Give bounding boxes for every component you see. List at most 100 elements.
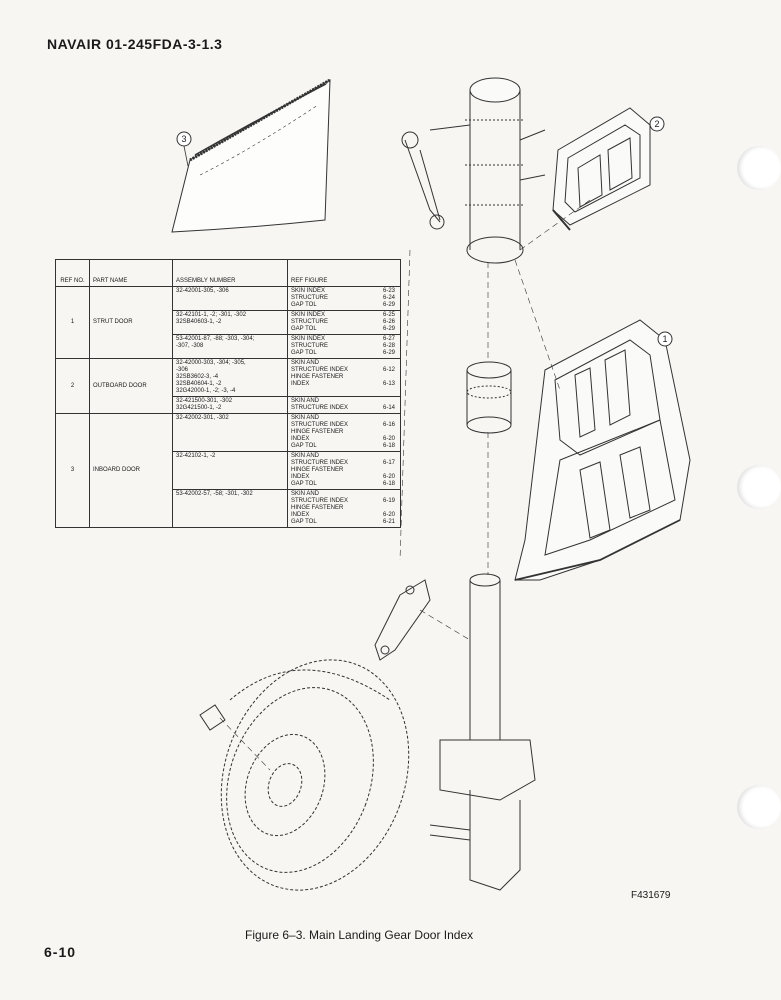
ref-figure-line: STRUCTURE INDEX 6-16 [291, 422, 397, 429]
ref-figure-label: INDEX [291, 436, 310, 442]
piston-drawing [429, 573, 536, 891]
ref-figure-number: 6-17 [382, 460, 395, 466]
ref-figure-line: SKIN AND [291, 453, 397, 460]
assembly-number-cell: 32-42002-301, -302 [172, 413, 288, 452]
seal-rings-drawing [466, 361, 512, 434]
ref-figure-label: GAP TOL [291, 481, 317, 487]
ref-figure-label: GAP TOL [291, 443, 317, 449]
table-row: 32-42101-1, -2; -301, -302 32SB40603-1, … [56, 310, 401, 335]
callout-1-circle [657, 331, 673, 347]
ref-figure-number: 6-20 [382, 474, 395, 480]
ref-figure-line: GAP TOL 6-21 [291, 519, 397, 526]
inboard-door-panel-drawing [171, 78, 331, 233]
ref-figure-line: SKIN AND [291, 398, 397, 405]
assembly-number-cell: 53-42002-57, -58; -301, -302 [172, 489, 288, 528]
ref-figure-number: 6-14 [382, 405, 395, 411]
ref-figure-label: STRUCTURE [291, 319, 328, 325]
ref-figure-number: 6-13 [382, 381, 395, 387]
binder-hole-top [737, 146, 781, 190]
ref-figure-number: 6-27 [382, 336, 395, 342]
ref-figure-number: 6-21 [382, 519, 395, 525]
ref-figure-label: INDEX [291, 474, 310, 480]
ref-figure-line: SKIN AND [291, 360, 397, 367]
ref-figure-line: STRUCTURE 6-28 [291, 343, 397, 350]
binder-hole-bottom [737, 785, 781, 829]
ref-figure-label: INDEX [291, 381, 310, 387]
ref-figure-label: GAP TOL [291, 350, 317, 356]
ref-figure-number [395, 467, 397, 474]
part-name-cell: OUTBOARD DOOR [89, 358, 173, 414]
ref-figure-label: GAP TOL [291, 519, 317, 525]
ref-figure-number [395, 415, 397, 422]
ref-figure-label: STRUCTURE INDEX [291, 405, 349, 411]
ref-number-cell: 3 [55, 413, 90, 528]
ref-figure-label: STRUCTURE INDEX [291, 460, 349, 466]
ref-figure-label: STRUCTURE INDEX [291, 422, 349, 428]
ref-figure-label: HINGE FASTENER [291, 467, 344, 473]
ref-figure-line: HINGE FASTENER [291, 467, 397, 474]
ref-figure-label: SKIN AND [291, 453, 320, 459]
table-header-row: REF NO. PART NAME ASSEMBLY NUMBER REF FI… [55, 259, 401, 287]
ref-figure-line: SKIN INDEX 6-23 [291, 288, 397, 295]
callout-2-label: 2 [654, 119, 659, 129]
ref-figure-label: SKIN AND [291, 398, 320, 404]
ref-figure-label: GAP TOL [291, 302, 317, 308]
ref-figure-label: GAP TOL [291, 326, 317, 332]
col-header-part-name: PART NAME [89, 259, 173, 287]
ref-figure-number [395, 505, 397, 512]
ref-number-cell: 1 [55, 286, 90, 359]
assembly-number-cell: 32-42102-1, -2 [172, 451, 288, 490]
col-header-ref-figure: REF FIGURE [287, 259, 401, 287]
ref-figure-label: STRUCTURE INDEX [291, 498, 349, 504]
ref-figure-label: SKIN AND [291, 360, 320, 366]
ref-figure-number [395, 374, 397, 381]
ref-figure-number: 6-19 [382, 498, 395, 504]
ref-figure-label: SKIN INDEX [291, 312, 326, 318]
document-number: NAVAIR 01-245FDA-3-1.3 [47, 36, 223, 52]
ref-figure-line: SKIN AND [291, 415, 397, 422]
ref-figure-number [395, 491, 397, 498]
ref-figure-number: 6-28 [382, 343, 395, 349]
ref-figure-number [395, 453, 397, 460]
page-number: 6-10 [44, 944, 77, 960]
ref-figure-label: SKIN INDEX [291, 336, 326, 342]
ref-figure-number: 6-12 [382, 367, 395, 373]
col-header-ref: REF NO. [55, 259, 90, 287]
ref-figure-label: SKIN INDEX [291, 288, 326, 294]
ref-figure-line: SKIN AND [291, 491, 397, 498]
ref-figure-label: HINGE FASTENER [291, 374, 344, 380]
ref-figure-number: 6-23 [382, 288, 395, 294]
wheel-tire-drawing [220, 659, 410, 891]
callout-2-circle [649, 116, 665, 132]
ref-figure-label: STRUCTURE [291, 343, 328, 349]
strut-door-drawing [514, 319, 691, 581]
figure-caption: Figure 6–3. Main Landing Gear Door Index [245, 928, 474, 942]
ref-figure-line: HINGE FASTENER [291, 429, 397, 436]
ref-figure-number: 6-18 [382, 481, 395, 487]
torque-link-drawing [374, 579, 431, 661]
ref-figure-label: STRUCTURE [291, 295, 328, 301]
ref-figure-number: 6-16 [382, 422, 395, 428]
